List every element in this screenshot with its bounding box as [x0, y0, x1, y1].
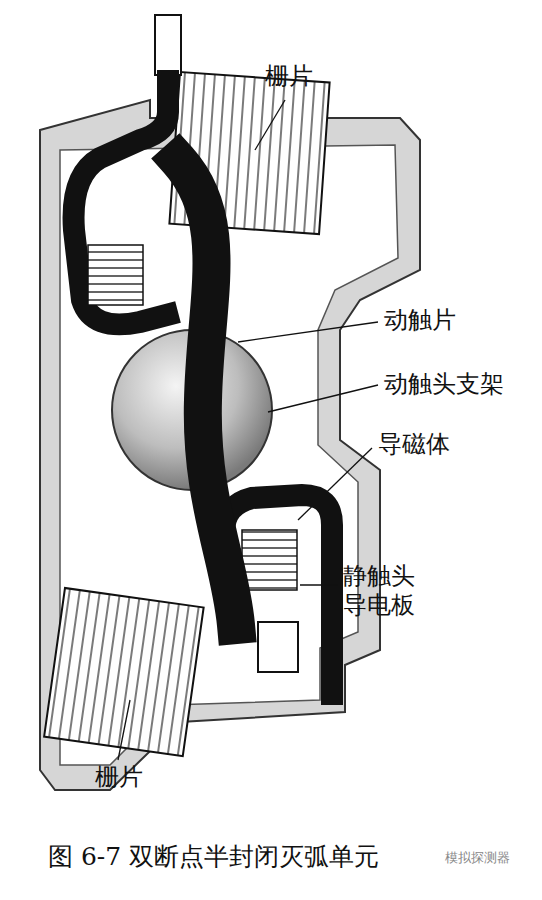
moving-contact [178, 160, 236, 625]
part-label: 动触头支架 [384, 370, 504, 399]
magnet-core-bottom [242, 530, 297, 590]
part-label: 导磁体 [378, 430, 450, 459]
part-label: 静触头 导电板 [343, 562, 423, 620]
part-label: 动触片 [384, 306, 456, 335]
part-label: 栅片 [95, 763, 143, 792]
stationary-conductor-top [74, 70, 178, 324]
magnet-core-top [88, 245, 143, 305]
terminal-bottom [258, 622, 298, 672]
terminal-top [155, 15, 181, 75]
part-label: 栅片 [265, 62, 313, 91]
watermark: 模拟探测器 [445, 850, 510, 866]
figure-caption: 图 6-7 双断点半封闭灭弧单元 [48, 840, 379, 873]
leader-lines [118, 100, 378, 760]
